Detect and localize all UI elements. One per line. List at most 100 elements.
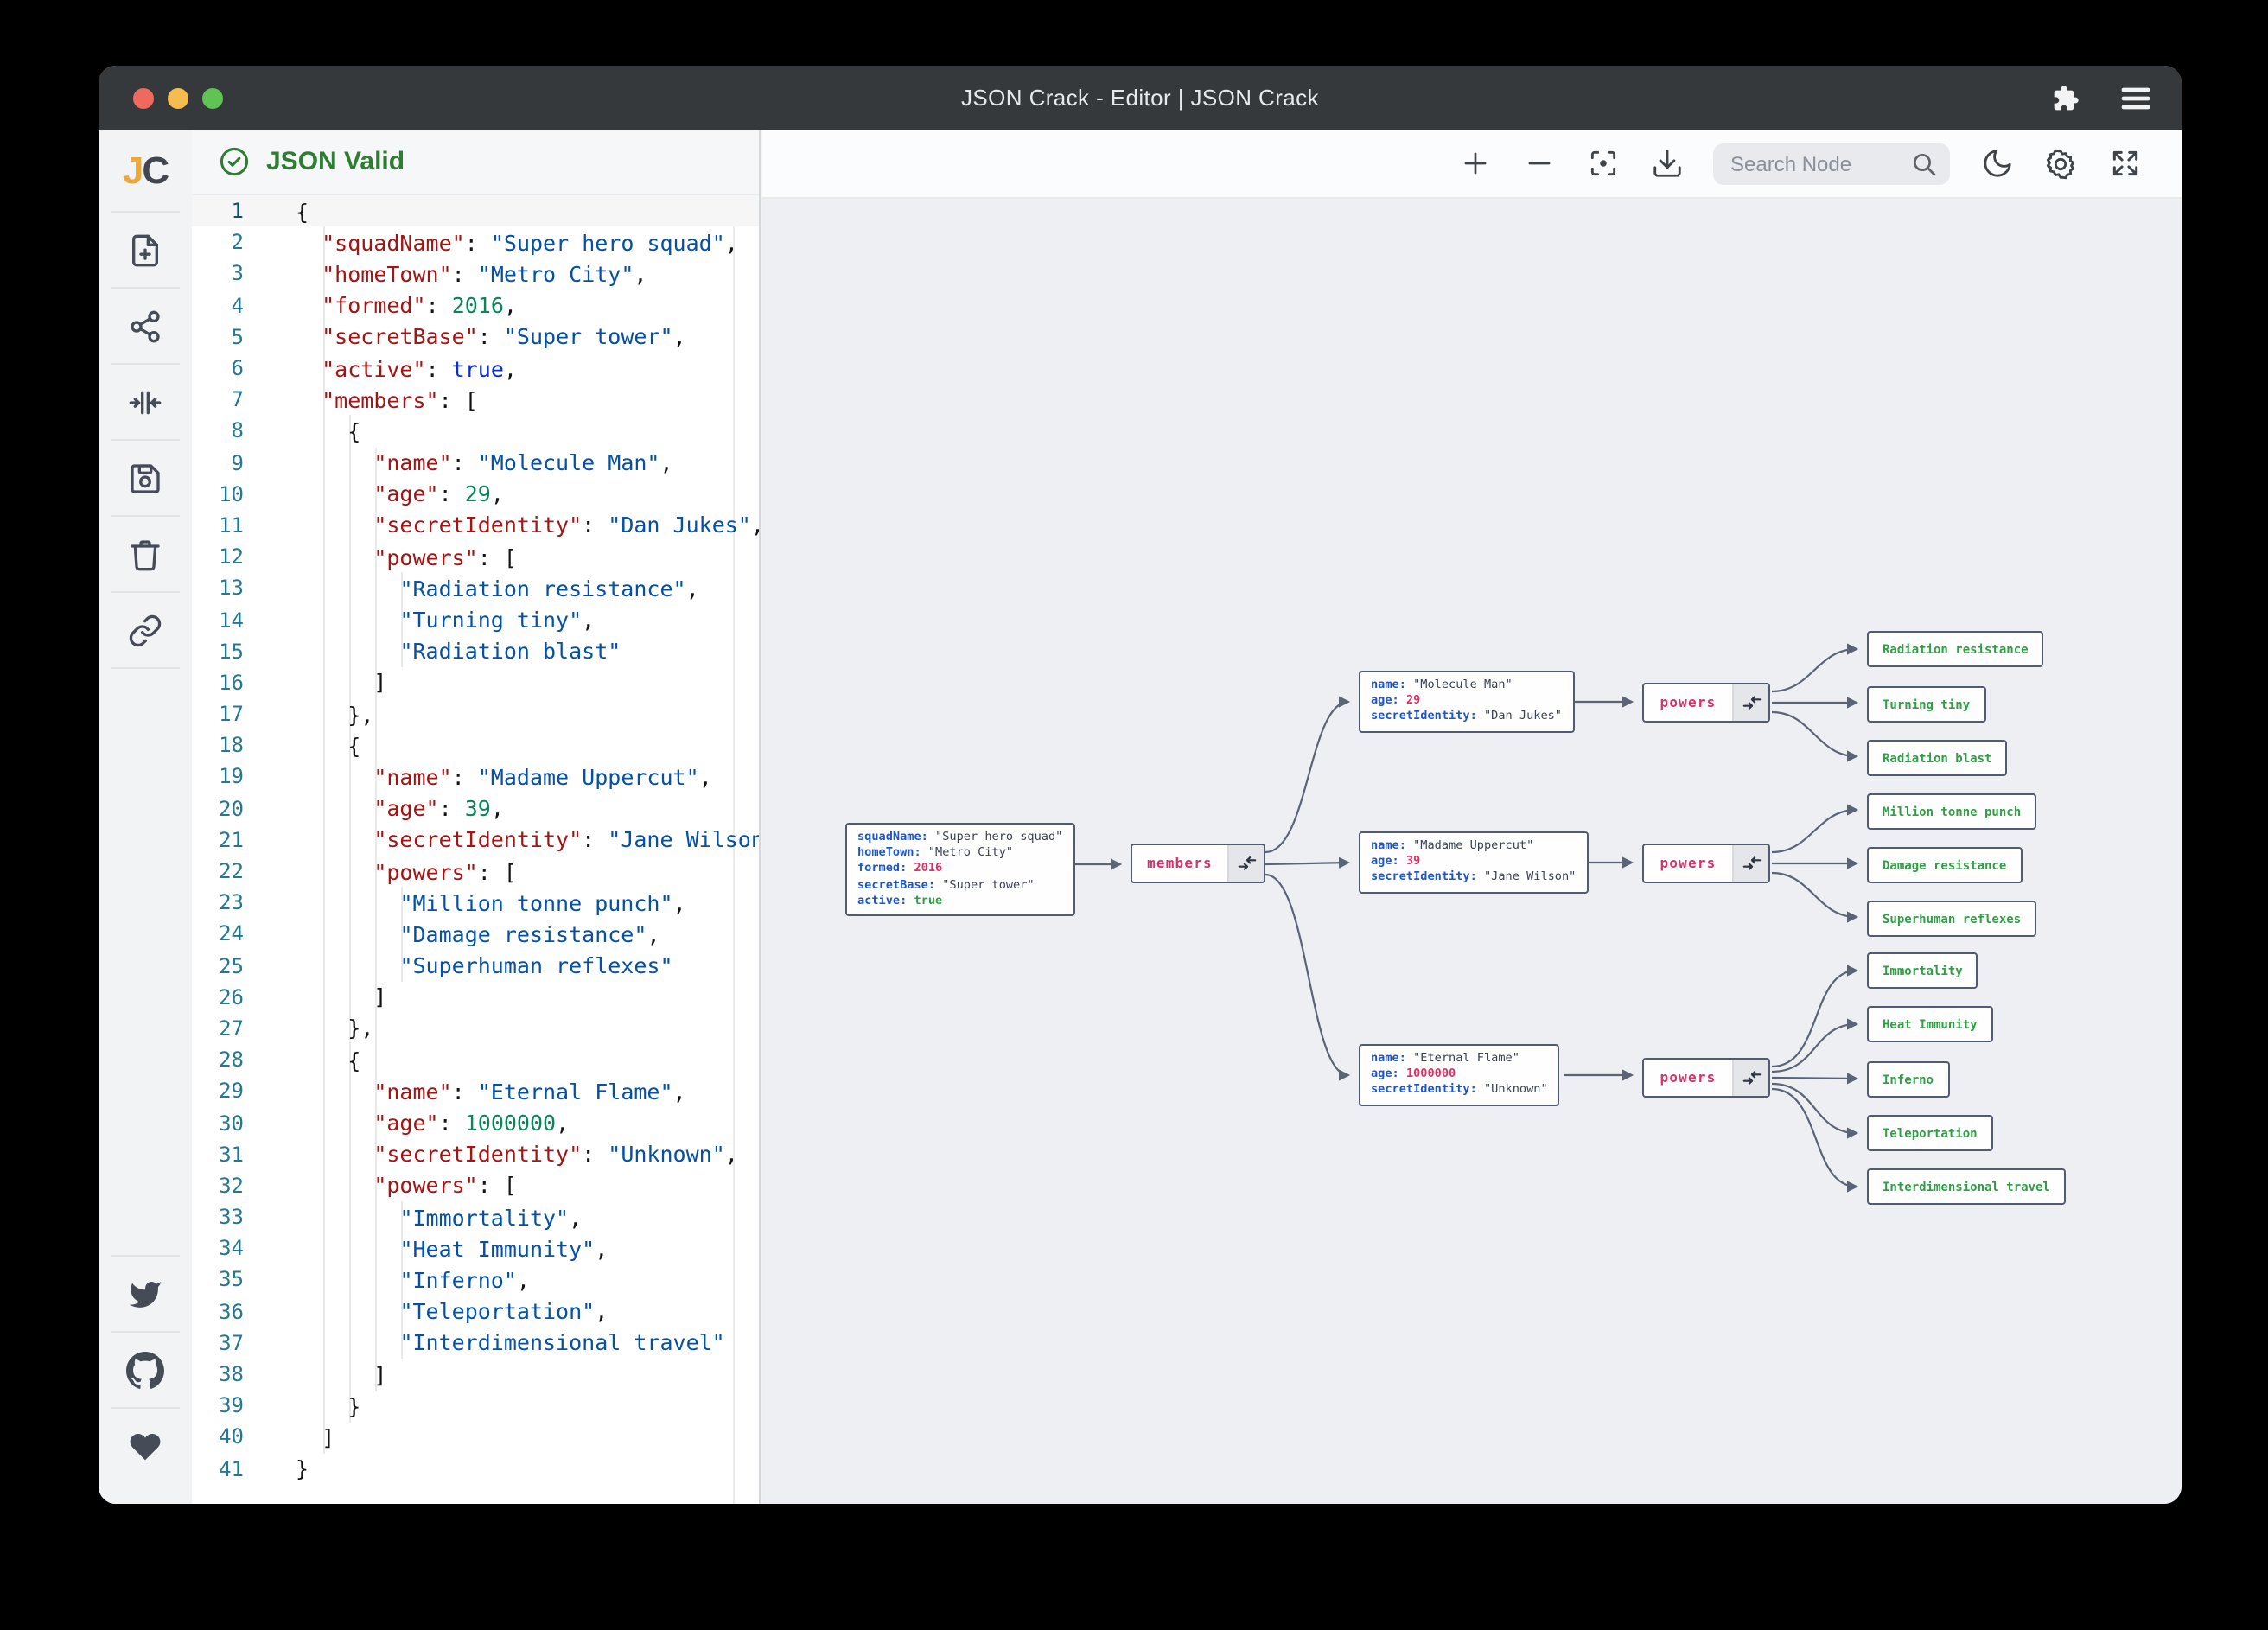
- line-number: 37: [219, 1330, 244, 1355]
- collapse-node-icon[interactable]: [1732, 684, 1768, 721]
- graph-view[interactable]: squadName: "Super hero squad"homeTown: "…: [762, 199, 2182, 1504]
- code-line[interactable]: 25 "Superhuman reflexes": [192, 950, 759, 981]
- code-line[interactable]: 41}: [192, 1453, 759, 1484]
- code-line[interactable]: 8 {: [192, 416, 759, 447]
- power-leaf-node[interactable]: Radiation resistance: [1867, 631, 2044, 667]
- members-array-node[interactable]: members: [1131, 844, 1265, 883]
- zoom-button[interactable]: [202, 88, 223, 109]
- code-line[interactable]: 7 "members": [: [192, 384, 759, 415]
- code-editor[interactable]: 1{2 "squadName": "Super hero squad",3 "h…: [192, 195, 759, 1504]
- power-leaf-node[interactable]: Immortality: [1867, 952, 1978, 989]
- github-icon[interactable]: [99, 1333, 192, 1407]
- power-leaf-node[interactable]: Million tonne punch: [1867, 793, 2037, 830]
- settings-gear-icon[interactable]: [2043, 146, 2078, 181]
- code-line[interactable]: 17 },: [192, 698, 759, 729]
- line-number: 20: [219, 796, 244, 821]
- code-line[interactable]: 31 "secretIdentity": "Unknown",: [192, 1138, 759, 1169]
- code-line[interactable]: 9 "name": "Molecule Man",: [192, 447, 759, 478]
- code-line[interactable]: 36 "Teleportation",: [192, 1296, 759, 1327]
- code-line[interactable]: 3 "homeTown": "Metro City",: [192, 258, 759, 290]
- code-line[interactable]: 21 "secretIdentity": "Jane Wilson",: [192, 825, 759, 856]
- code-line[interactable]: 32 "powers": [: [192, 1170, 759, 1201]
- download-icon[interactable]: [1649, 146, 1684, 181]
- extension-puzzle-icon[interactable]: [2052, 84, 2080, 111]
- code-text: "age": 39,: [373, 795, 504, 822]
- code-line[interactable]: 11 "secretIdentity": "Dan Jukes",: [192, 510, 759, 541]
- code-line[interactable]: 37 "Interdimensional travel": [192, 1328, 759, 1359]
- code-line[interactable]: 18 {: [192, 729, 759, 761]
- zoom-in-icon[interactable]: [1457, 146, 1492, 181]
- power-leaf-node[interactable]: Radiation blast: [1867, 740, 2008, 776]
- collapse-node-icon[interactable]: [1732, 845, 1768, 882]
- code-line[interactable]: 24 "Damage resistance",: [192, 919, 759, 950]
- powers-array-node-2[interactable]: powers: [1642, 844, 1770, 883]
- code-line[interactable]: 12 "powers": [: [192, 541, 759, 572]
- powers-array-node-1[interactable]: powers: [1642, 683, 1770, 723]
- fullscreen-icon[interactable]: [2107, 146, 2142, 181]
- code-line[interactable]: 29 "name": "Eternal Flame",: [192, 1076, 759, 1107]
- save-icon[interactable]: [99, 441, 192, 515]
- code-line[interactable]: 35 "Inferno",: [192, 1264, 759, 1296]
- code-line[interactable]: 6 "active": true,: [192, 353, 759, 384]
- code-line[interactable]: 14 "Turning tiny",: [192, 604, 759, 635]
- code-line[interactable]: 23 "Million tonne punch",: [192, 887, 759, 918]
- new-document-icon[interactable]: [99, 213, 192, 287]
- share-graph-icon[interactable]: [99, 289, 192, 363]
- code-line[interactable]: 22 "powers": [: [192, 856, 759, 887]
- menu-hamburger-icon[interactable]: [2121, 86, 2150, 110]
- powers-array-node-3[interactable]: powers: [1642, 1058, 1770, 1098]
- fold-collapse-icon[interactable]: [99, 365, 192, 439]
- code-line[interactable]: 15 "Radiation blast": [192, 635, 759, 666]
- graph-canvas[interactable]: squadName: "Super hero squad"homeTown: "…: [762, 130, 2182, 1504]
- delete-trash-icon[interactable]: [99, 517, 192, 591]
- zoom-out-icon[interactable]: [1521, 146, 1556, 181]
- code-line[interactable]: 20 "age": 39,: [192, 793, 759, 824]
- power-leaf-node[interactable]: Turning tiny: [1867, 686, 1986, 723]
- dark-mode-moon-icon[interactable]: [1979, 146, 2014, 181]
- root-object-node[interactable]: squadName: "Super hero squad"homeTown: "…: [845, 823, 1075, 917]
- code-line[interactable]: 2 "squadName": "Super hero squad",: [192, 226, 759, 258]
- close-button[interactable]: [133, 88, 154, 109]
- heart-sponsor-icon[interactable]: [99, 1409, 192, 1483]
- code-line[interactable]: 40 ]: [192, 1422, 759, 1453]
- titlebar[interactable]: JSON Crack - Editor | JSON Crack: [99, 66, 2182, 130]
- code-text: "Interdimensional travel": [399, 1329, 725, 1356]
- code-line[interactable]: 4 "formed": 2016,: [192, 290, 759, 321]
- code-line[interactable]: 39 }: [192, 1390, 759, 1421]
- code-line[interactable]: 26 ]: [192, 981, 759, 1012]
- focus-center-icon[interactable]: [1585, 146, 1620, 181]
- code-line[interactable]: 5 "secretBase": "Super tower",: [192, 322, 759, 353]
- power-leaf-node[interactable]: Teleportation: [1867, 1115, 1993, 1151]
- code-line[interactable]: 10 "age": 29,: [192, 478, 759, 509]
- collapse-node-icon[interactable]: [1732, 1060, 1768, 1096]
- search-icon[interactable]: [1910, 150, 1938, 186]
- power-leaf-node[interactable]: Heat Immunity: [1867, 1006, 1993, 1042]
- editor-scrollbar[interactable]: [733, 195, 735, 1504]
- code-line[interactable]: 1{: [192, 195, 759, 227]
- code-line[interactable]: 28 {: [192, 1044, 759, 1075]
- minimize-button[interactable]: [168, 88, 188, 109]
- power-leaf-node[interactable]: Inferno: [1867, 1061, 1950, 1098]
- power-leaf-node[interactable]: Damage resistance: [1867, 847, 2023, 883]
- code-line[interactable]: 38 ]: [192, 1359, 759, 1390]
- search-node-input[interactable]: [1713, 143, 1950, 184]
- code-line[interactable]: 13 "Radiation resistance",: [192, 573, 759, 604]
- collapse-node-icon[interactable]: [1227, 845, 1264, 882]
- code-line[interactable]: 33 "Immortality",: [192, 1201, 759, 1232]
- code-line[interactable]: 27 },: [192, 1013, 759, 1044]
- power-leaf-node[interactable]: Interdimensional travel: [1867, 1168, 2066, 1205]
- code-text: "secretIdentity": "Jane Wilson",: [373, 826, 759, 853]
- code-line[interactable]: 30 "age": 1000000,: [192, 1107, 759, 1138]
- twitter-icon[interactable]: [99, 1257, 192, 1331]
- link-icon[interactable]: [99, 593, 192, 667]
- code-line[interactable]: 16 ]: [192, 667, 759, 698]
- code-text: "powers": [: [373, 858, 517, 885]
- power-leaf-node[interactable]: Superhuman reflexes: [1867, 901, 2037, 937]
- code-line[interactable]: 19 "name": "Madame Uppercut",: [192, 761, 759, 793]
- code-text: "name": "Eternal Flame",: [373, 1078, 686, 1105]
- code-line[interactable]: 34 "Heat Immunity",: [192, 1232, 759, 1264]
